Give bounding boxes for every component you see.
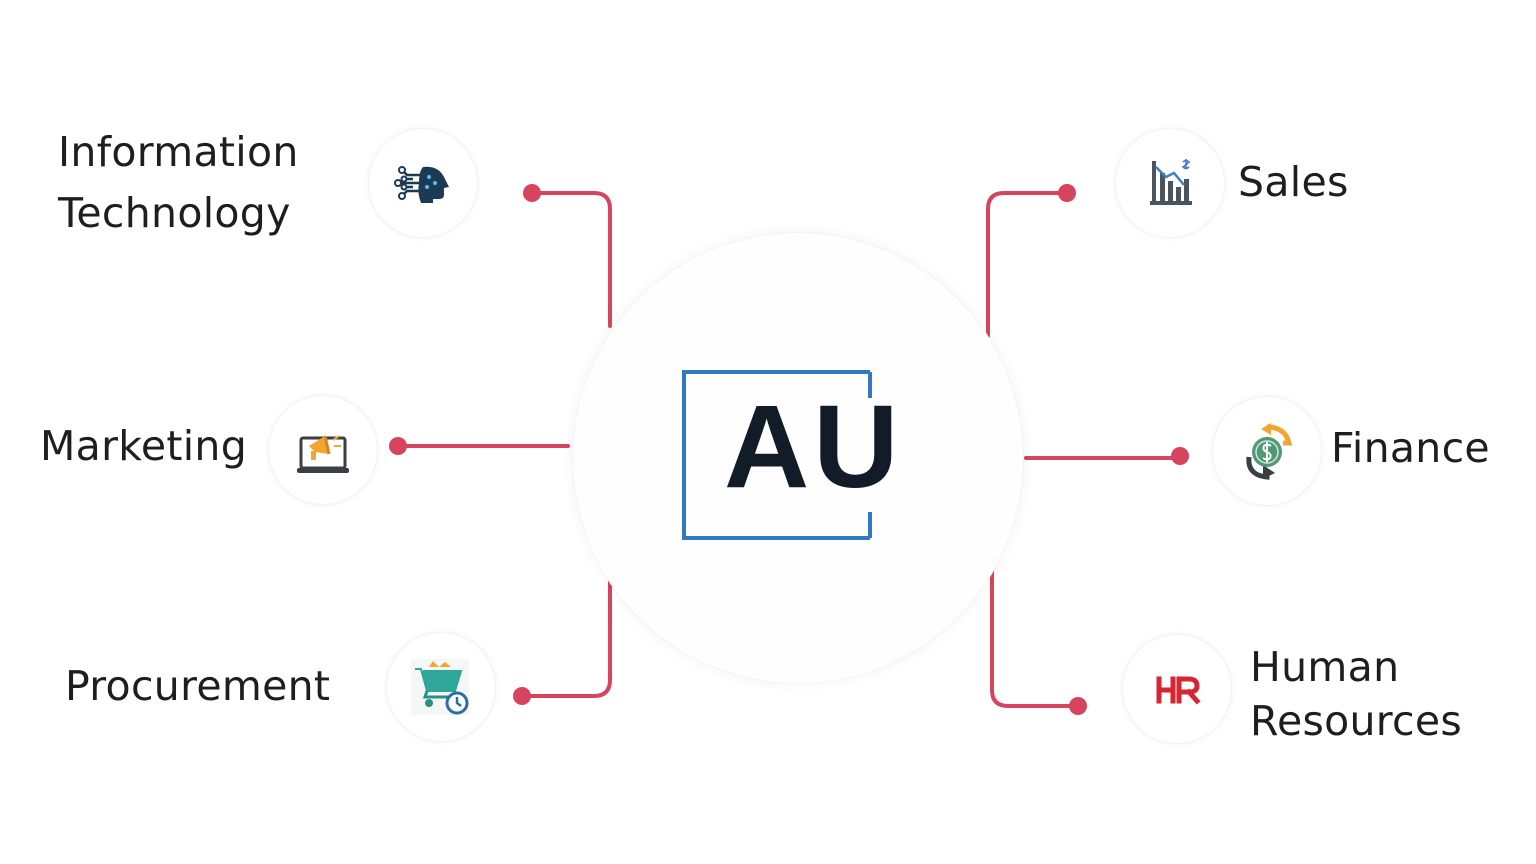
label-human-resources: Human Resources [1250, 640, 1462, 748]
central-hub [572, 232, 1024, 684]
label-procurement: Procurement [65, 662, 331, 710]
hr-icon [1156, 676, 1201, 705]
connector-dot-sales [1058, 184, 1076, 202]
it-icon-circle [368, 128, 478, 238]
shopping-cart-clock-icon [411, 659, 469, 715]
it-label-line2: Technology [58, 189, 291, 237]
laptop-megaphone-icon [297, 435, 349, 473]
it-label-line1: Information [58, 128, 299, 176]
connector-it [530, 191, 612, 328]
procurement-icon-circle [386, 632, 496, 742]
hr-label-line2: Resources [1250, 697, 1463, 745]
connector-sales [986, 191, 1069, 338]
connector-dot-marketing [389, 437, 407, 455]
connector-dot-finance [1171, 447, 1189, 465]
label-sales: Sales [1238, 158, 1349, 206]
hr-label-line1: Human [1250, 643, 1400, 691]
connector-dot-procurement [513, 687, 531, 705]
connector-dot-it [523, 184, 541, 202]
label-finance: Finance [1331, 424, 1490, 472]
label-information-technology: Information Technology [58, 122, 299, 244]
connector-hr [990, 568, 1080, 708]
money-cycle-icon [1246, 423, 1293, 480]
logo-frame [682, 370, 872, 540]
connector-dot-hr [1069, 697, 1087, 715]
ai-head-icon [394, 166, 449, 203]
bar-chart-icon [1150, 159, 1192, 205]
au-logo: AU [724, 381, 903, 513]
hr-icon-circle [1122, 634, 1232, 744]
connector-procurement [520, 580, 612, 698]
marketing-icon-circle [268, 395, 378, 505]
finance-icon-circle [1212, 396, 1322, 506]
label-marketing: Marketing [40, 422, 248, 470]
sales-icon-circle [1115, 128, 1225, 238]
